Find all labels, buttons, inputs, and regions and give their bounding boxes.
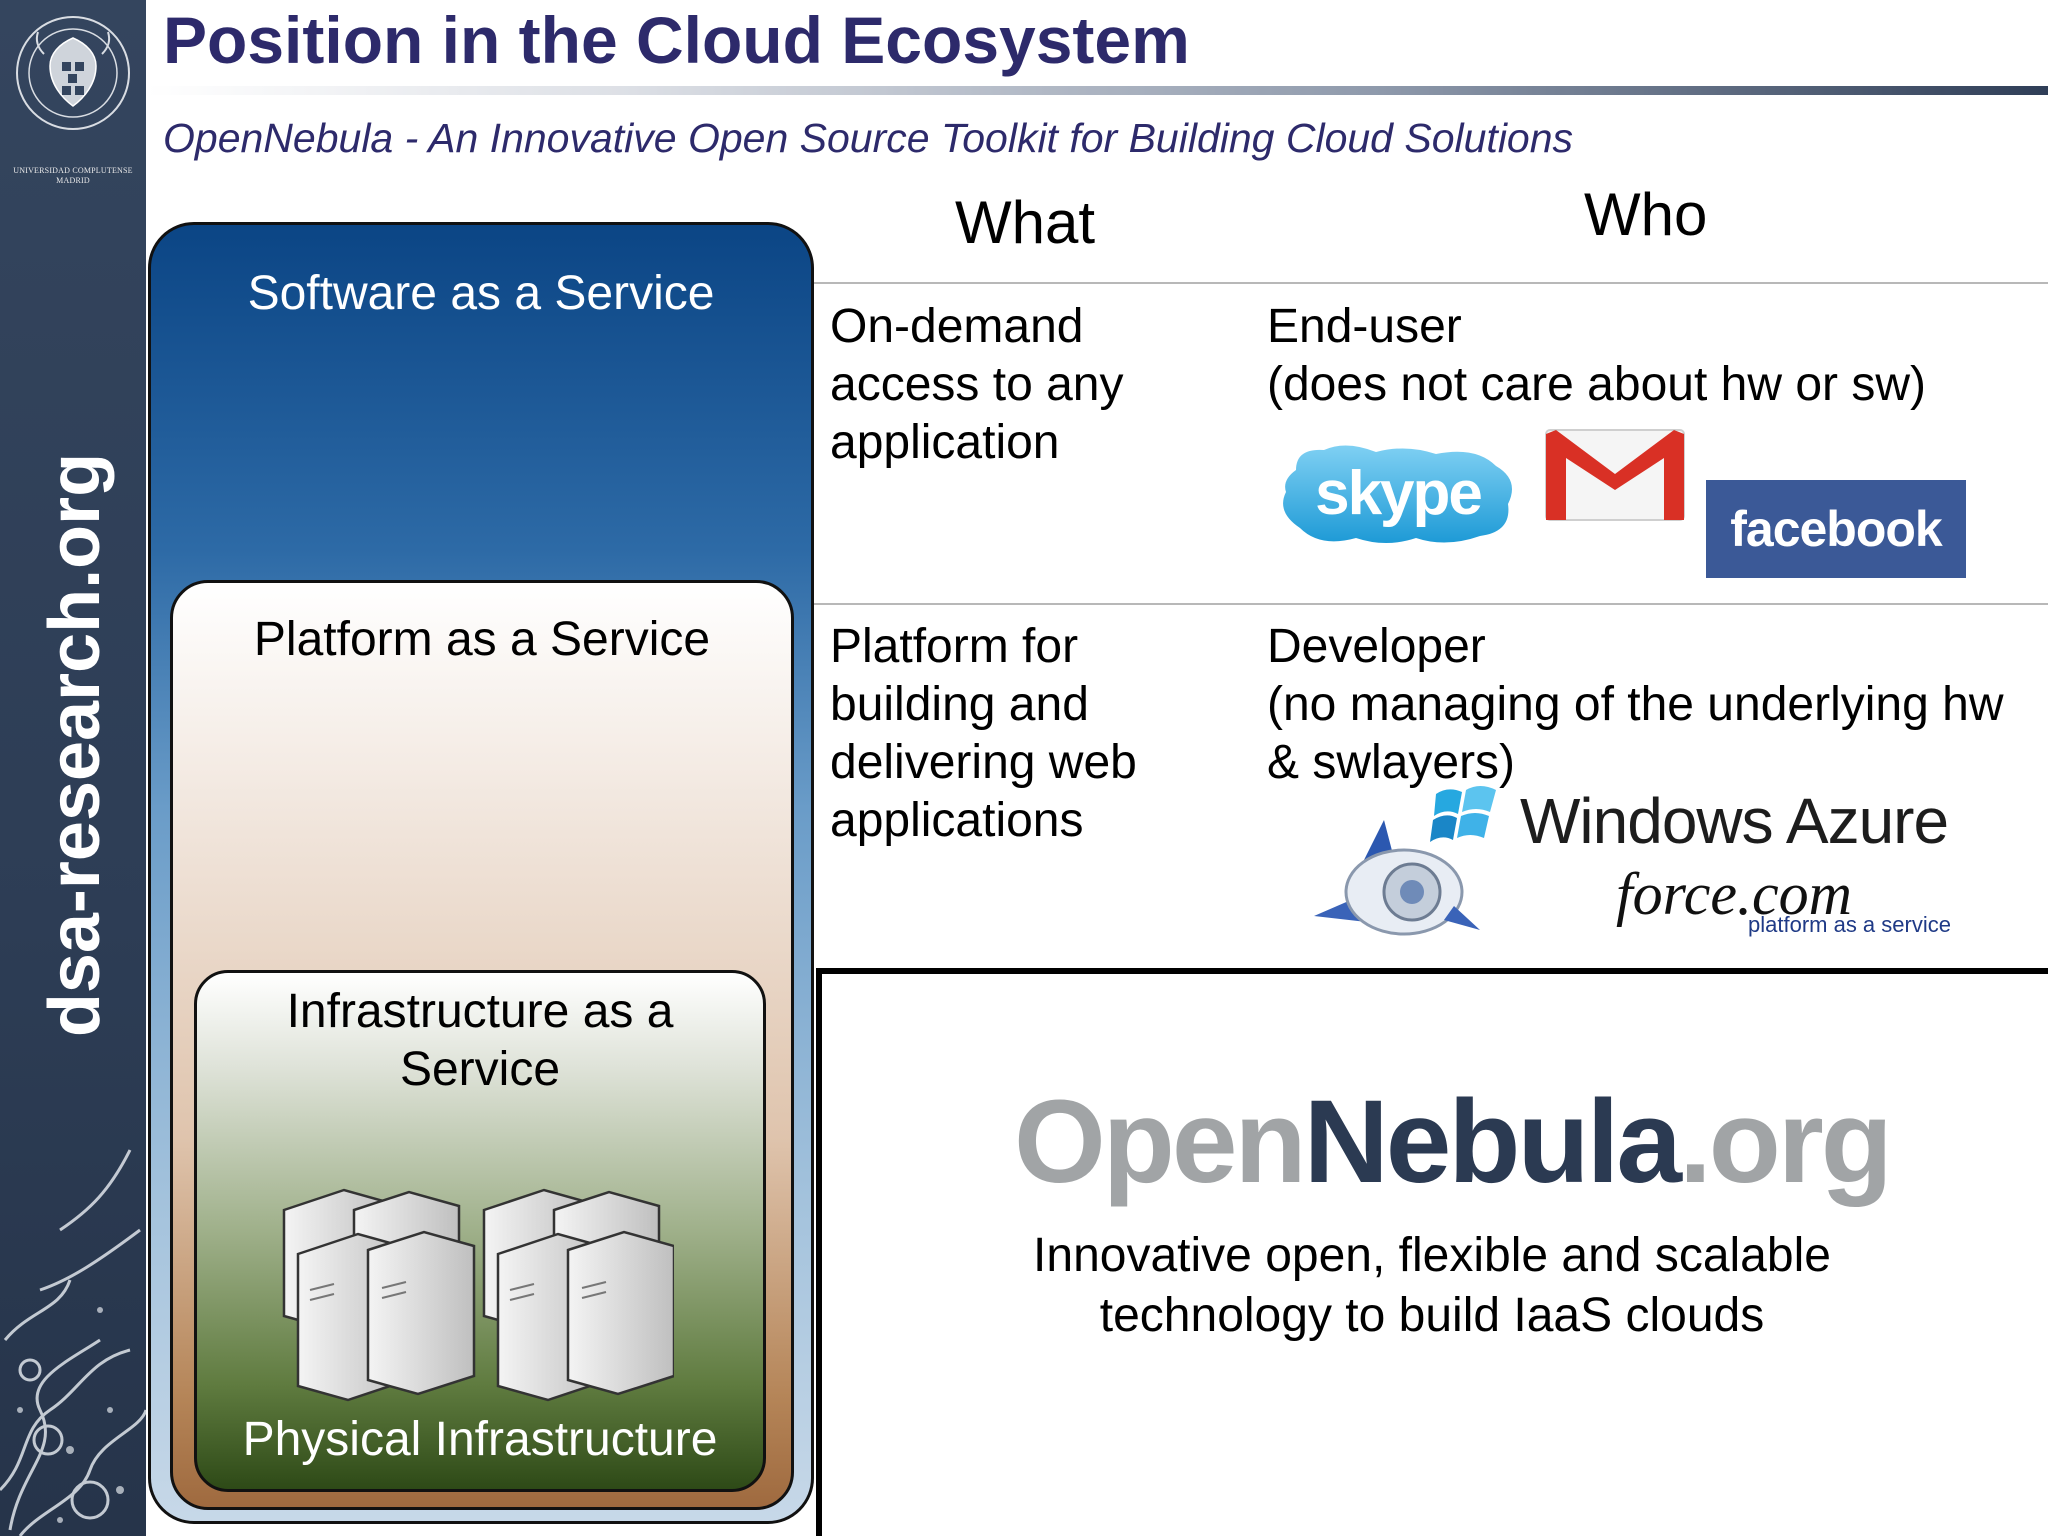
- who-header: Who: [1584, 181, 1708, 248]
- skype-logo-text: skype: [1315, 459, 1481, 528]
- logo-org: .org: [1679, 1076, 1893, 1208]
- university-name: UNIVERSIDAD COMPLUTENSE MADRID: [13, 166, 133, 185]
- title-divider: [146, 86, 2048, 95]
- row2-what: Platform for building and delivering web…: [830, 620, 1137, 847]
- gmail-logo-icon: [1545, 429, 1685, 521]
- row2-who-note: (no managing of the underlying hw & swla…: [1267, 678, 2004, 789]
- row1-who-note: (does not care about hw or sw): [1267, 358, 1926, 411]
- saas-label: Software as a Service: [247, 267, 715, 320]
- servers-icon: [282, 1188, 674, 1402]
- facebook-logo: facebook: [1706, 480, 1966, 578]
- iaas-label: Infrastructure as a Service: [286, 985, 674, 1096]
- sidebar: UNIVERSIDAD COMPLUTENSE MADRID dsa-resea…: [0, 0, 146, 1536]
- windows-flag-icon: [1430, 786, 1496, 842]
- row2-who-title: Developer: [1267, 620, 1486, 673]
- skype-logo-icon: skype: [1283, 445, 1512, 543]
- force-com-logo: force.com: [1616, 861, 1853, 927]
- university-seal-icon: [16, 16, 130, 130]
- what-header: What: [955, 189, 1096, 256]
- force-com-tagline: platform as a service: [1748, 912, 1951, 937]
- row1-who-title: End-user: [1267, 300, 1462, 353]
- side-brand-text: dsa-research.org: [35, 452, 115, 1038]
- paas-label: Platform as a Service: [253, 613, 711, 666]
- logo-open: Open: [1014, 1076, 1307, 1208]
- slide-subtitle: OpenNebula - An Innovative Open Source T…: [163, 115, 1574, 161]
- opennebula-description: Innovative open, flexible and scalable t…: [1033, 1229, 1831, 1342]
- table-divider: [814, 282, 2048, 284]
- windows-azure-logo: Windows Azure: [1520, 785, 1949, 857]
- opennebula-logo: OpenNebula.org: [1014, 1074, 1893, 1210]
- opennebula-box: [816, 968, 2048, 1536]
- google-app-engine-icon: [1314, 820, 1480, 936]
- iaas-layer: Infrastructure as a Service Physical Inf…: [194, 970, 766, 1492]
- logo-nebula: Nebula: [1303, 1076, 1682, 1208]
- table-divider-2: [814, 603, 2048, 605]
- decorative-swirl-icon: [0, 1149, 146, 1536]
- physical-infrastructure-label: Physical Infrastructure: [242, 1413, 718, 1466]
- slide-title: Position in the Cloud Ecosystem: [163, 3, 1190, 77]
- row1-what: On-demand access to any application: [830, 300, 1124, 469]
